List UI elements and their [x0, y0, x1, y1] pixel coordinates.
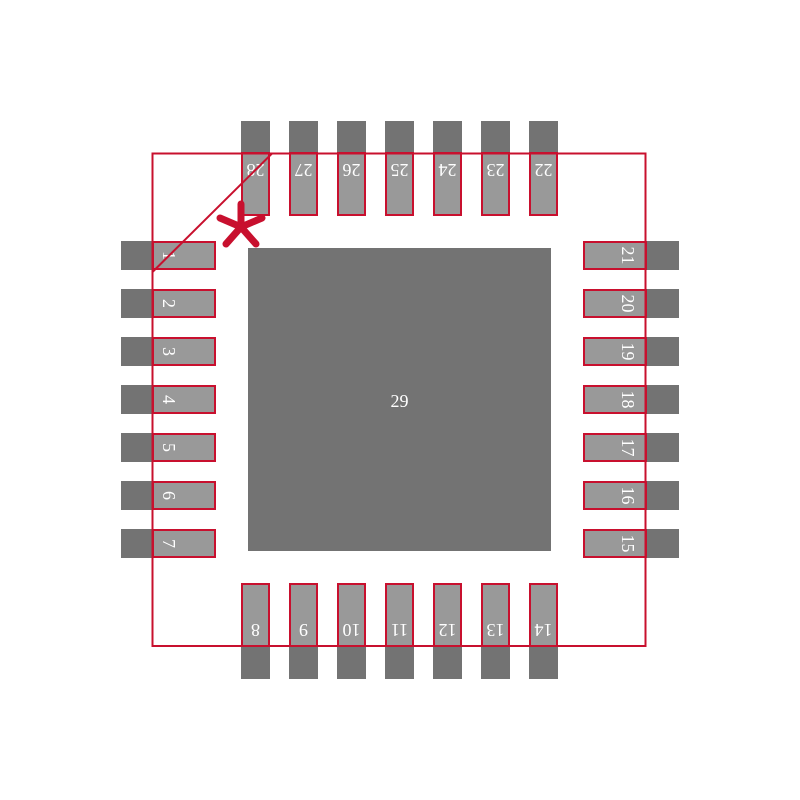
pad-6-label: 6	[159, 491, 179, 500]
pad-16-outline	[583, 481, 647, 510]
pad-27-outline	[289, 152, 318, 216]
thermal-pad-label: 29	[391, 391, 409, 411]
pad-20-label: 20	[618, 295, 638, 313]
pad-5-label: 5	[159, 443, 179, 452]
pad-11-outline	[385, 583, 414, 647]
pad-21-outline	[583, 241, 647, 270]
pad-2-label: 2	[159, 299, 179, 308]
pad-22-outline	[529, 152, 558, 216]
pad-8-outline	[241, 583, 270, 647]
pad-1-outline	[152, 241, 216, 270]
pad-25-label: 25	[391, 160, 409, 180]
pad-22-label: 22	[535, 160, 553, 180]
pad-12-label: 12	[439, 620, 457, 640]
pad-7-label: 7	[159, 539, 179, 548]
body-outline	[151, 152, 647, 647]
pad-13-label: 13	[487, 620, 505, 640]
pad-5-outline	[152, 433, 216, 462]
pad-18-label: 18	[618, 391, 638, 409]
pad-17-label: 17	[618, 439, 638, 457]
thermal-pad	[248, 248, 551, 551]
pad-4-outline	[152, 385, 216, 414]
pad-8-label: 8	[251, 620, 260, 640]
pad-16-label: 16	[618, 487, 638, 505]
pad-15-label: 15	[618, 535, 638, 553]
pad-10-label: 10	[343, 620, 361, 640]
pad-4-label: 4	[159, 395, 179, 404]
pad-11-label: 11	[391, 620, 408, 640]
pad-17-outline	[583, 433, 647, 462]
pad-10-outline	[337, 583, 366, 647]
pin1-chamfer-line	[151, 152, 273, 273]
pin1-asterisk-icon	[216, 200, 266, 248]
pad-19-label: 19	[618, 343, 638, 361]
pad-19-outline	[583, 337, 647, 366]
pad-24-outline	[433, 152, 462, 216]
pad-24-label: 24	[439, 160, 457, 180]
pad-14-label: 14	[535, 620, 553, 640]
pad-27-label: 27	[295, 160, 313, 180]
pad-3-label: 3	[159, 347, 179, 356]
pad-21-label: 21	[618, 247, 638, 265]
pad-23-label: 23	[487, 160, 505, 180]
pad-9-label: 9	[299, 620, 308, 640]
pad-26-label: 26	[343, 160, 361, 180]
